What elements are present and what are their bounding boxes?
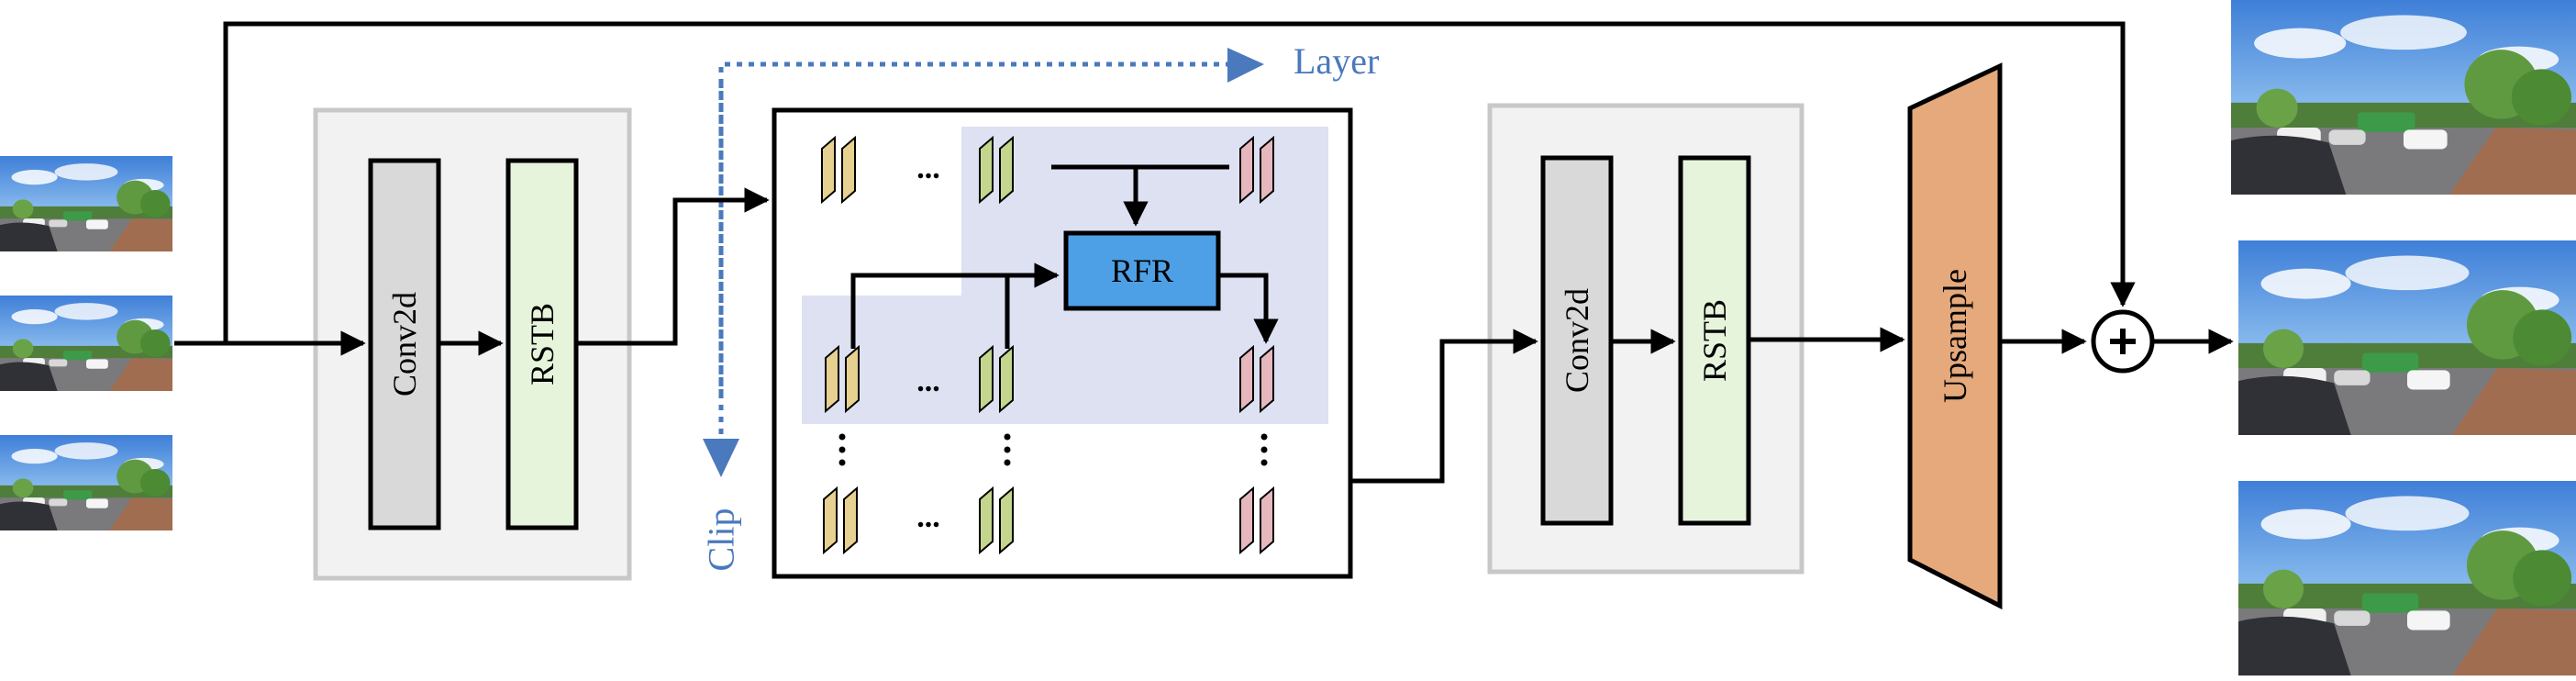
encoder-rstb-block (505, 158, 579, 530)
encoder-rstb-label: RSTB (524, 303, 561, 385)
encoder-to-rfr-arrow (576, 187, 770, 346)
output-frame-1 (2231, 0, 2576, 195)
output-frames (2231, 0, 2576, 675)
feature-map (1260, 486, 1274, 555)
input-frames (0, 156, 172, 530)
decoder-conv2d-block (1540, 155, 1614, 526)
feature-map (841, 135, 856, 205)
skip-connection (223, 21, 2136, 343)
rfr-connections (850, 164, 1279, 349)
feature-map (823, 486, 838, 555)
vertical-dots (838, 433, 1268, 466)
feature-map (1239, 135, 1254, 205)
input-frame-3 (0, 435, 172, 530)
clip-to-rfr-arrow (850, 262, 1060, 349)
feature-row-2: ... (825, 344, 1274, 414)
rfr-to-decoder-arrow (1350, 329, 1538, 484)
feature-map (999, 344, 1014, 414)
ellipsis: ... (916, 364, 940, 398)
feature-map (1239, 486, 1254, 555)
rfr-label: RFR (1111, 252, 1173, 289)
input-frame-2 (0, 296, 172, 391)
add-node (2091, 309, 2155, 374)
decoder-conv2d-label: Conv2d (1559, 288, 1595, 393)
feature-row-1: ... (821, 135, 1274, 205)
decoder-rstb-block (1678, 155, 1751, 526)
clip-axis: Clip (701, 83, 742, 571)
rfr-module-panel: ... ... ... (772, 107, 1353, 579)
feature-map (1260, 135, 1274, 205)
decoder-rstb-label: RSTB (1696, 299, 1733, 382)
feature-row-3: ... (823, 486, 1274, 555)
feature-map (999, 486, 1014, 555)
upsample-block: Upsample (1907, 62, 2003, 610)
output-frame-2 (2238, 240, 2576, 435)
feature-map (1239, 344, 1254, 414)
feature-map (979, 344, 994, 414)
ellipsis: ... (916, 151, 940, 185)
feature-map (821, 135, 836, 205)
rfr-block (1063, 230, 1221, 311)
feature-map (979, 135, 994, 205)
clip-axis-label: Clip (701, 508, 742, 572)
layer-axis: Layer (718, 40, 1379, 395)
upsample-label: Upsample (1937, 269, 1973, 403)
feature-map (825, 344, 839, 414)
encoder-conv2d-label: Conv2d (386, 292, 423, 396)
feature-map (979, 486, 994, 555)
feature-map (845, 344, 860, 414)
layer-axis-label: Layer (1294, 40, 1379, 82)
ellipsis: ... (916, 500, 940, 534)
output-frame-3 (2238, 481, 2576, 675)
main-flow (174, 21, 2234, 484)
input-frame-1 (0, 156, 172, 251)
rfr-to-output-arrow (1218, 273, 1279, 344)
feature-map (843, 486, 858, 555)
feature-map (999, 135, 1014, 205)
feature-map (1260, 344, 1274, 414)
encoder-conv2d-block (368, 158, 441, 530)
